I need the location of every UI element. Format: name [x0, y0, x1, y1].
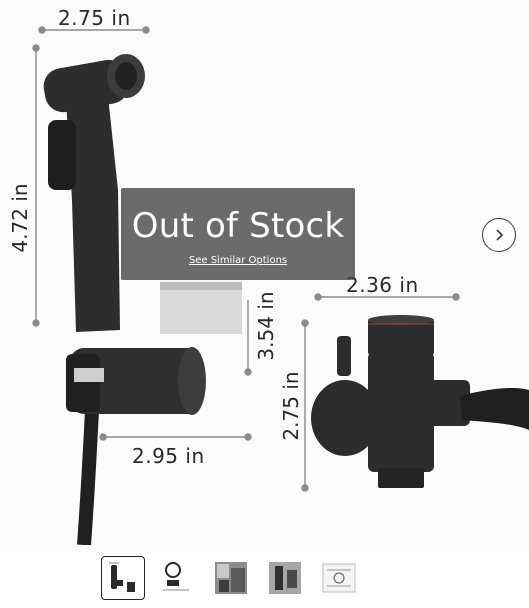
thumbnail-lifestyle-photo[interactable] — [209, 556, 253, 600]
dimension-holder-height: 3.54 in — [254, 291, 278, 361]
diagram-thumbnail-image — [322, 563, 356, 593]
thumbnail-holder-part[interactable] — [155, 556, 199, 600]
out-of-stock-title: Out of Stock — [131, 206, 345, 246]
dimension-tee-height: 2.75 in — [279, 371, 303, 441]
dimension-tee-width: 2.36 in — [346, 273, 419, 297]
thumbnail-strip — [101, 556, 361, 604]
next-image-button[interactable] — [482, 218, 516, 252]
dimension-top-width: 2.75 in — [58, 6, 131, 30]
out-of-stock-banner: Out of Stock See Similar Options — [121, 188, 355, 280]
see-similar-options-link[interactable]: See Similar Options — [188, 255, 288, 266]
chevron-right-icon — [496, 229, 504, 241]
lifestyle-photo-thumbnail-image — [215, 562, 247, 594]
dimension-left-height: 4.72 in — [8, 183, 32, 253]
holder-part-thumbnail-image — [163, 562, 189, 591]
thumbnail-diagram[interactable] — [317, 556, 361, 600]
thumbnail-install-photo[interactable] — [263, 556, 307, 600]
thumbnail-sprayer-kit[interactable] — [101, 556, 145, 600]
sprayer-kit-thumbnail-image — [109, 562, 135, 592]
product-photo — [32, 26, 529, 545]
install-photo-thumbnail-image — [269, 562, 301, 594]
product-image-viewer: 2.75 in 4.72 in 3.54 in 2.36 in 2.75 in … — [8, 6, 529, 545]
dimension-holder-width: 2.95 in — [132, 444, 205, 468]
